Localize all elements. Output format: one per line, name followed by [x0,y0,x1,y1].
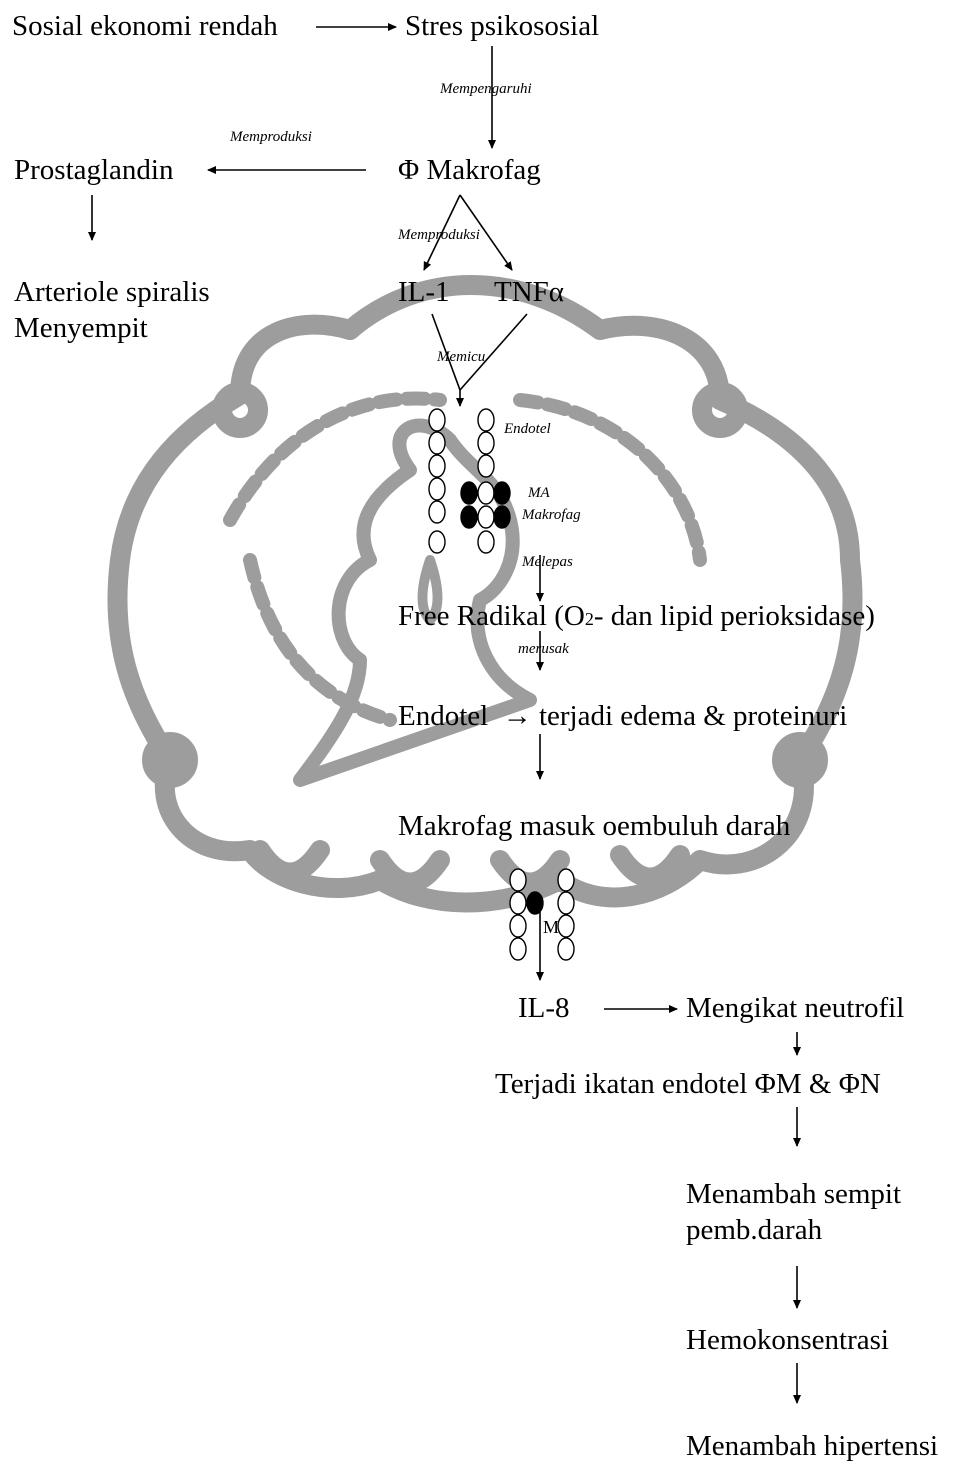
node-free-radikal: Free Radikal (O2- dan lipid perioksidase… [398,598,875,637]
node-sosial-ekonomi: Sosial ekonomi rendah [12,8,278,44]
endotel-edema-text-b: terjadi edema & proteinuri [539,700,847,732]
edge-label-memproduksi-cytokines: Memproduksi [398,226,480,244]
cell-label-makrofag: Makrofag [522,506,581,524]
edge-label-memicu: Memicu [437,348,485,366]
free-radikal-subscript: 2 [585,609,594,629]
node-hemokonsentrasi: Hemokonsentrasi [686,1322,889,1358]
endotel-edema-text-a: Endotel [398,700,488,732]
edge-label-melepas: Melepas [522,553,573,571]
right-arrow-icon: → [503,700,532,732]
node-il8: IL-8 [518,990,570,1026]
free-radikal-text-b: - dan lipid perioksidase) [594,600,875,632]
edge-label-mempengaruhi: Mempengaruhi [440,80,532,98]
node-menambah-hipertensi: Menambah hipertensi [686,1428,938,1464]
cell-label-m: M [543,918,559,936]
node-arteriole-line2: Menyempit [14,310,148,346]
node-sempit-line1: Menambah sempit [686,1176,901,1212]
node-stres-psikososial: Stres psikososial [405,8,599,44]
node-makrofag: Φ Makrofag [398,152,541,188]
node-il1: IL-1 [398,274,450,310]
node-makrofag-masuk: Makrofag masuk oembuluh darah [398,808,790,844]
edge-label-merusak: merusak [518,640,569,658]
node-mengikat-neutrofil: Mengikat neutrofil [686,990,904,1026]
node-arteriole-line1: Arteriole spiralis [14,274,210,310]
cell-label-ma: MA [528,484,550,502]
free-radikal-text-a: Free Radikal (O [398,600,585,632]
node-prostaglandin: Prostaglandin [14,152,174,188]
cell-label-endotel: Endotel [504,420,551,438]
edge-label-memproduksi-prostaglandin: Memproduksi [230,128,312,146]
node-endotel-edema: Endotel → terjadi edema & proteinuri [398,698,847,734]
node-tnf-alpha: TNFα [494,274,564,310]
node-sempit-line2: pemb.darah [686,1212,822,1248]
node-terjadi-ikatan: Terjadi ikatan endotel ΦM & ΦN [495,1066,881,1102]
